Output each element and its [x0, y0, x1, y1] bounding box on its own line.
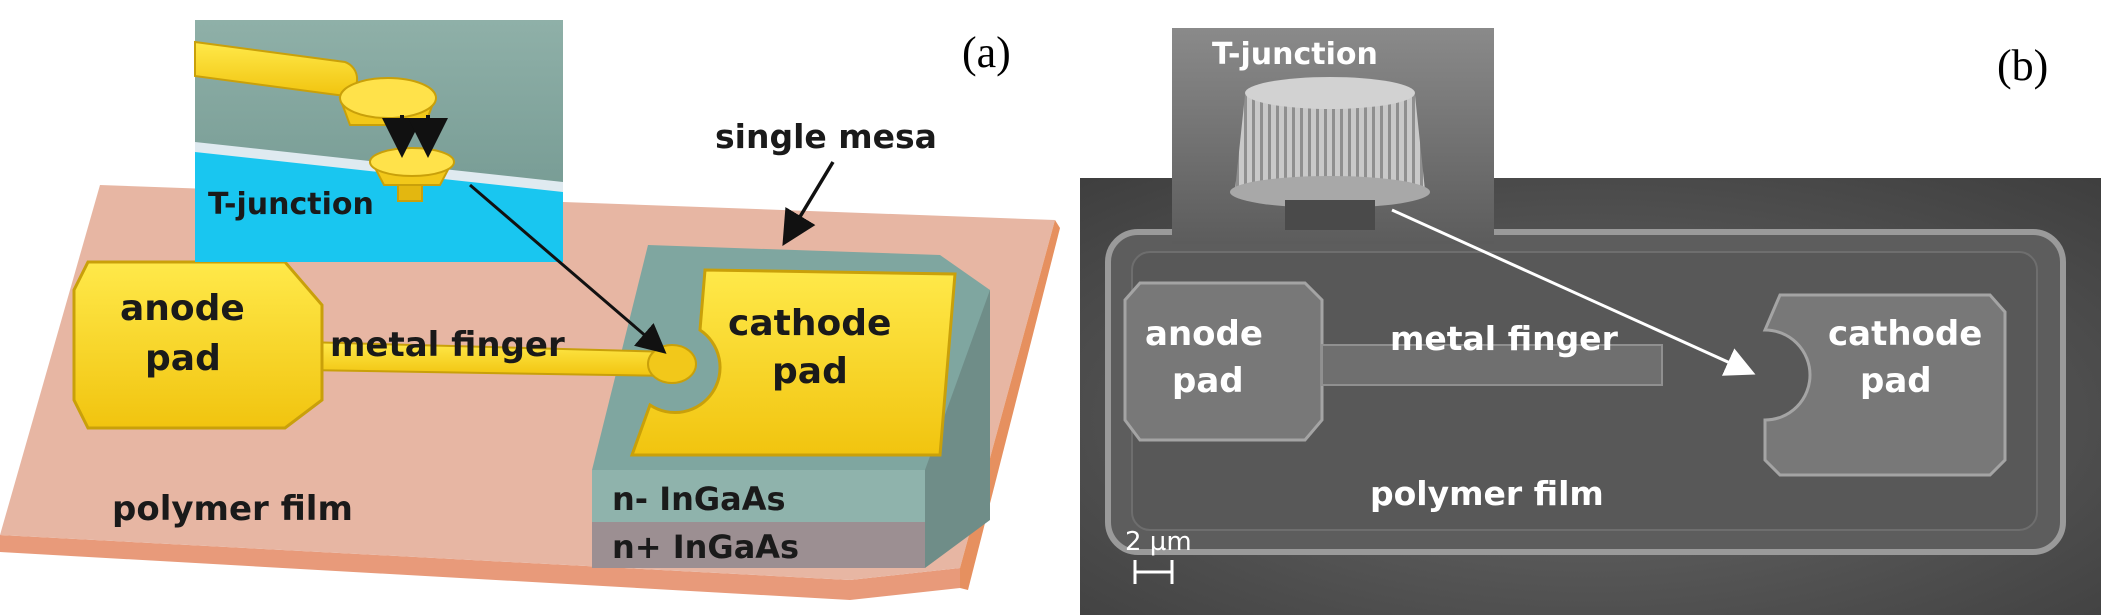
polymer-film-side — [0, 535, 960, 600]
sem-polymer-film-label: polymer film — [1370, 474, 1604, 513]
schematic-svg: (a) T-junction single mesa anode pad met… — [0, 20, 1060, 600]
scale-bar-label: 2 µm — [1125, 527, 1192, 557]
sem-cathode-label-line2: pad — [1860, 361, 1932, 401]
mesa-pointer-arrow — [782, 161, 835, 246]
panel-b-sem: (b) T-junction anode pad metal finger ca… — [1060, 0, 2101, 615]
mesa-n-minus-layer — [592, 470, 925, 522]
t-junction-inset — [194, 20, 563, 262]
sem-cathode-pad — [1762, 293, 2007, 477]
sem-svg: (b) T-junction anode pad metal finger ca… — [1080, 28, 2101, 615]
sem-anode-label-line1: anode — [1145, 314, 1263, 354]
sem-metal-finger-label: metal finger — [1390, 319, 1619, 358]
sem-cathode-label-line1: cathode — [1828, 314, 1982, 354]
single-mesa-label: single mesa — [715, 117, 937, 156]
cathode-pad-label-line2: pad — [772, 351, 848, 392]
cathode-pad-label-line1: cathode — [728, 303, 891, 344]
sem-anode-label-line2: pad — [1172, 361, 1244, 401]
anode-pad-shape — [72, 260, 324, 430]
panel-a-label: (a) — [962, 28, 1011, 77]
metal-finger-label: metal finger — [330, 325, 565, 365]
polymer-film-label: polymer film — [112, 489, 353, 529]
anode-pad-label-line2: pad — [145, 338, 221, 379]
finger-tip — [647, 344, 697, 384]
inset-a-t-junction-label: T-junction — [208, 187, 374, 222]
panel-b-label: (b) — [1997, 41, 2048, 90]
sem-t-junction-inset — [1172, 28, 1494, 244]
sem-anode-pad — [1123, 281, 1324, 442]
n-minus-ingaas-label: n- InGaAs — [612, 480, 786, 518]
n-plus-ingaas-label: n+ InGaAs — [612, 528, 799, 566]
mesa-n-plus-layer — [592, 522, 925, 568]
t-junction-pointer-arrow — [469, 183, 667, 354]
inset-b-t-junction-label: T-junction — [1212, 37, 1378, 72]
sem-t-junction-pointer-arrow — [1391, 208, 1756, 376]
panel-a-schematic: (a) T-junction single mesa anode pad met… — [0, 20, 1060, 600]
cathode-pad-shape — [629, 268, 957, 457]
anode-pad-label-line1: anode — [120, 288, 245, 329]
sem-metal-finger — [1321, 344, 1663, 386]
